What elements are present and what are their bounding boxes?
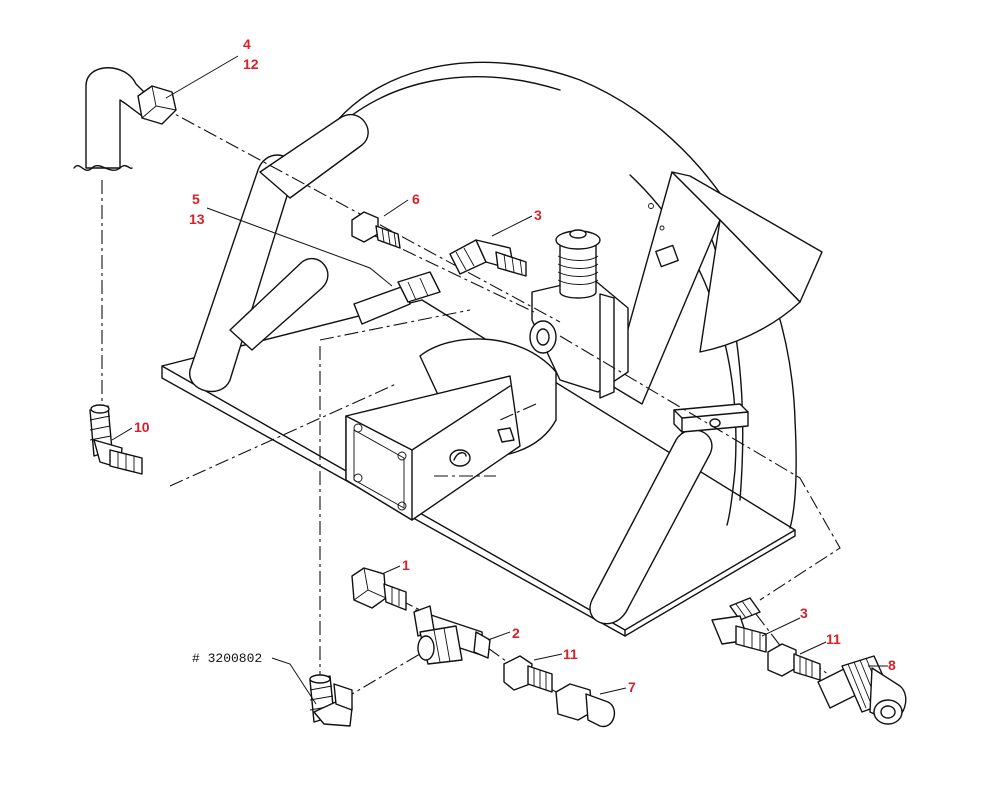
valve-assembly — [529, 229, 629, 399]
callout-11-left: 11 — [563, 646, 578, 662]
callout-6: 6 — [412, 191, 420, 207]
callout-10: 10 — [134, 419, 150, 435]
fitting-nipple-11a — [503, 655, 553, 693]
leader-lines — [111, 55, 888, 705]
part-number-label: # 3200802 — [192, 651, 262, 666]
fitting-nut-4 — [137, 85, 177, 125]
callout-1: 1 — [402, 557, 410, 573]
hose-segment — [353, 271, 441, 325]
inlet-hose — [73, 67, 153, 171]
fitting-adapter-6 — [351, 211, 401, 249]
callout-7: 7 — [628, 679, 636, 695]
fitting-nipple-11b — [767, 643, 821, 681]
callout-11-right: 11 — [826, 631, 841, 647]
fitting-tee-2 — [413, 605, 491, 665]
callout-3-lower: 3 — [800, 605, 808, 621]
callout-5: 5 — [192, 191, 200, 207]
pump-motor — [345, 338, 557, 521]
fitting-elbow-3b — [711, 597, 767, 653]
fitting-elbow-10 — [89, 404, 143, 475]
fitting-hex-1 — [351, 567, 407, 611]
callout-labels: 4 12 6 5 13 3 10 1 2 11 7 3 11 8 # 32008… — [134, 36, 896, 695]
callout-2: 2 — [512, 625, 520, 641]
callout-3-upper: 3 — [534, 207, 542, 223]
callout-12: 12 — [243, 56, 259, 72]
mounting-bracket — [611, 171, 823, 405]
small-block — [673, 403, 749, 433]
fitting-elbow-3a — [449, 239, 527, 277]
callout-13: 13 — [189, 211, 205, 227]
fitting-elbow-3200802 — [309, 674, 353, 727]
fitting-cap-7 — [555, 683, 616, 728]
callout-8: 8 — [888, 657, 896, 673]
frame-tubes — [189, 113, 713, 625]
callout-4: 4 — [243, 36, 251, 52]
quick-coupler-8 — [817, 655, 907, 725]
